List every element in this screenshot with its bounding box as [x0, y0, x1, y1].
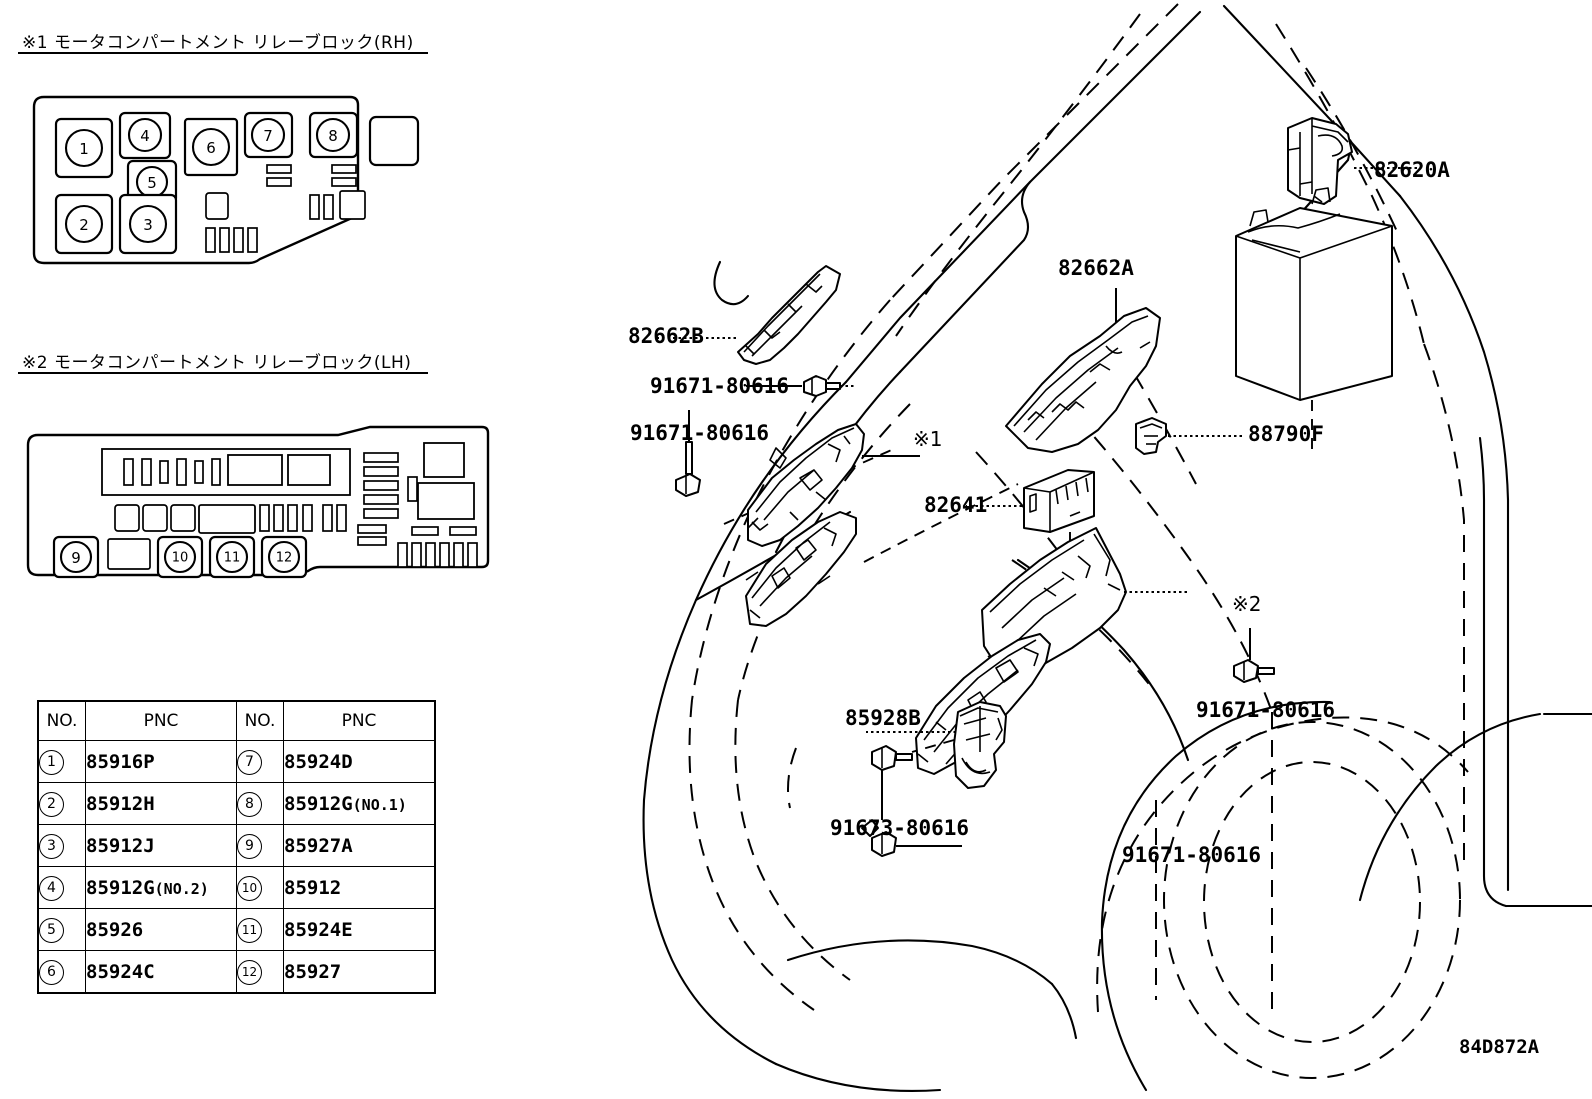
header-pnc-right: PNC [283, 700, 436, 741]
header-no-right: NO. [236, 700, 284, 741]
panel-title-lh-rule [18, 372, 428, 374]
pnc-value-cell: 85912 [283, 866, 436, 909]
pnc-value-cell: 85912H [85, 782, 237, 825]
table-row: 4 85912G(NO.2)10 85912 [37, 866, 436, 909]
header-pnc-left: PNC [85, 700, 237, 741]
pnc-value-cell: 85927 [283, 950, 436, 994]
number-circle: 1 [39, 749, 64, 775]
panel-title-lh: ※2 モータコンパートメント リレーブロック(LH) [22, 353, 412, 373]
row-number-cell: 8 [236, 782, 284, 825]
relay-block-lh-drawing: 9 10 11 12 [20, 425, 490, 585]
callout-82662A: 82662A [1058, 256, 1134, 280]
callout-82662B: 82662B [628, 324, 704, 348]
number-circle: 7 [237, 749, 262, 775]
part-82662A [1005, 288, 1161, 453]
callout-91671-top: 91671-80616 [650, 374, 790, 398]
pnc-value-cell: 85916P [85, 740, 237, 783]
pnc-value-cell: 85924E [283, 908, 436, 951]
svg-text:7: 7 [263, 127, 273, 145]
svg-text:10: 10 [172, 551, 189, 566]
number-circle: 11 [237, 917, 262, 943]
svg-text:12: 12 [276, 551, 293, 566]
number-circle: 12 [237, 959, 262, 985]
part-lower-left-bracket [745, 511, 857, 627]
front-wheel [1096, 700, 1469, 1092]
row-number-cell: 9 [236, 824, 284, 867]
bolt-91673 [871, 745, 913, 820]
number-circle: 2 [39, 791, 64, 817]
row-number-cell: 5 [37, 908, 86, 951]
row-number-cell: 11 [236, 908, 284, 951]
part-88790F [1135, 417, 1244, 455]
reference-mark-1: ※1 [913, 427, 943, 451]
battery [1235, 187, 1393, 452]
relay-block-rh-drawing: 1 2 4 5 3 6 7 8 [20, 95, 440, 270]
row-number-cell: 6 [37, 950, 86, 994]
row-number-cell: 7 [236, 740, 284, 783]
pnc-value-cell: 85912G(NO.1) [283, 782, 436, 825]
callout-91671-bottom: 91671-80616 [1122, 843, 1262, 867]
part-82662B [656, 265, 841, 365]
number-circle: 8 [237, 791, 262, 817]
pnc-value-cell: 85926 [85, 908, 237, 951]
pnc-value-cell: 85912J [85, 824, 237, 867]
reference-mark-2: ※2 [1232, 592, 1262, 616]
svg-text:8: 8 [328, 127, 338, 145]
svg-text:11: 11 [224, 551, 241, 566]
bolt-91671-right [1233, 628, 1275, 683]
number-circle: 4 [39, 875, 64, 901]
bolt-91671-bottom [861, 819, 962, 857]
part-82620A [1287, 117, 1418, 205]
row-number-cell: 4 [37, 866, 86, 909]
svg-text:1: 1 [79, 140, 89, 158]
svg-text:3: 3 [143, 216, 153, 234]
pnc-value-cell: 85912G(NO.2) [85, 866, 237, 909]
pnc-suffix: (NO.1) [352, 795, 407, 814]
callout-85928B: 85928B [845, 706, 921, 730]
pnc-value-cell: 85924C [85, 950, 237, 994]
row-number-cell: 2 [37, 782, 86, 825]
pnc-suffix: (NO.2) [154, 879, 209, 898]
row-number-cell: 10 [236, 866, 284, 909]
callout-88790F: 88790F [1248, 422, 1324, 446]
row-number-cell: 12 [236, 950, 284, 994]
number-circle: 3 [39, 833, 64, 859]
pnc-table-header-row: NO. PNC NO. PNC [37, 700, 436, 741]
part-ref1-relay-block [747, 423, 920, 547]
row-number-cell: 3 [37, 824, 86, 867]
vehicle-body-outline [642, 4, 1592, 1092]
pnc-value-cell: 85924D [283, 740, 436, 783]
panel-title-rh: ※1 モータコンパートメント リレーブロック(RH) [22, 33, 414, 53]
pnc-value-cell: 85927A [283, 824, 436, 867]
svg-text:4: 4 [140, 127, 150, 145]
panel-title-rh-rule [18, 52, 428, 54]
svg-text:9: 9 [71, 549, 81, 567]
callout-91671-right: 91671-80616 [1196, 698, 1336, 722]
header-no-left: NO. [37, 700, 86, 741]
callout-91673: 91673-80616 [830, 816, 970, 840]
callout-91671-left: 91671-80616 [630, 421, 770, 445]
svg-text:5: 5 [147, 174, 157, 192]
part-85928B [866, 701, 1007, 789]
callout-82641: 82641 [924, 493, 988, 517]
bolt-91671-left [675, 410, 701, 497]
number-circle: 5 [39, 917, 64, 943]
row-number-cell: 1 [37, 740, 86, 783]
callout-82620A: 82620A [1374, 158, 1450, 182]
number-circle: 9 [237, 833, 262, 859]
svg-text:6: 6 [206, 139, 216, 157]
vehicle-front-end-illustration [642, 3, 1592, 1092]
diagram-id: 84D872A [1459, 1036, 1540, 1058]
number-circle: 6 [39, 959, 64, 985]
svg-text:2: 2 [79, 216, 89, 234]
bolt-91671-top [746, 375, 856, 397]
number-circle: 10 [237, 875, 262, 901]
